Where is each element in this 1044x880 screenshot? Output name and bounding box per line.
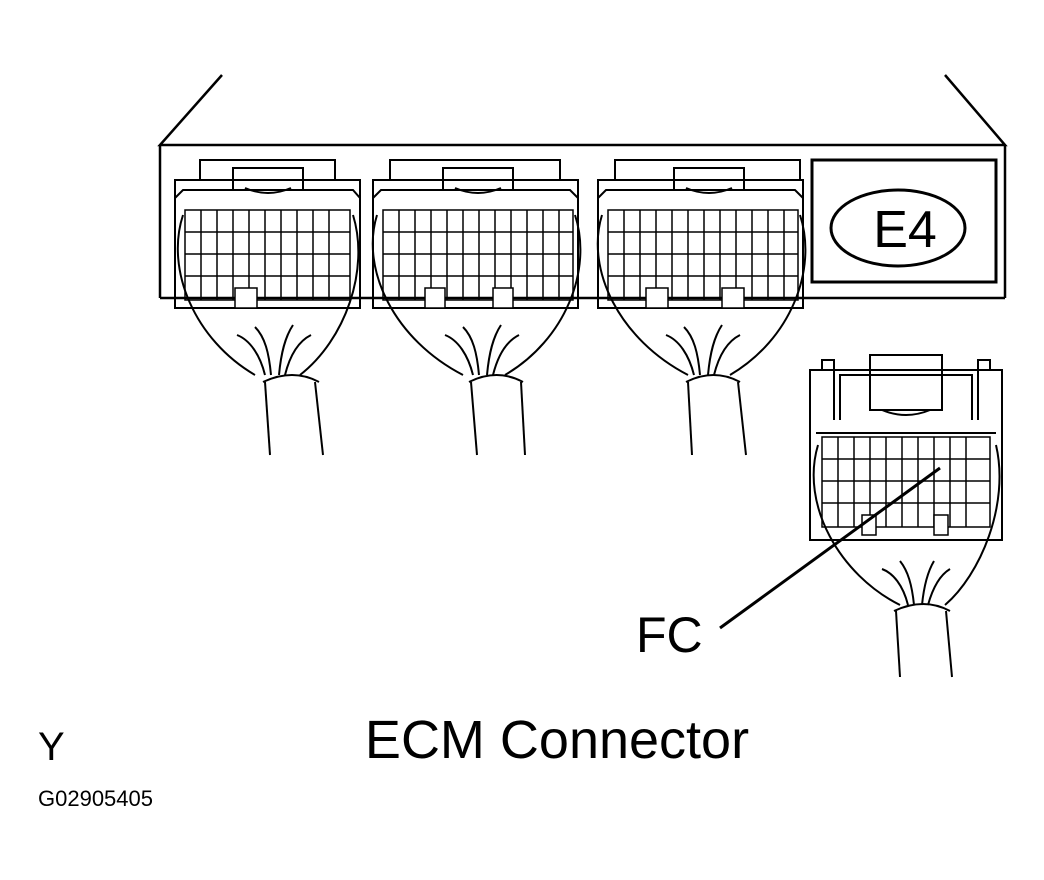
ecm-connector-3	[596, 159, 807, 456]
diagram-caption: ECM Connector	[365, 710, 749, 770]
pin-grid	[184, 209, 351, 309]
e4-label-plate: E4	[810, 158, 998, 284]
pin-grid	[607, 209, 799, 309]
pin-grid	[382, 209, 574, 309]
ecm-housing	[157, 74, 1008, 300]
connector-shell	[372, 159, 579, 309]
connector-shell	[809, 354, 1003, 541]
ecm-connector-1	[174, 159, 361, 456]
connector-shell	[174, 159, 361, 309]
connector-shell	[597, 159, 804, 309]
wire-harness	[371, 214, 582, 456]
figure-code: G02905405	[38, 786, 153, 811]
pin-grid	[821, 436, 991, 536]
wire-harness	[176, 214, 360, 456]
corner-letter: Y	[38, 725, 65, 769]
wire-harness	[596, 214, 807, 456]
wire-harness	[812, 444, 1001, 678]
connector-label-e4: E4	[873, 201, 937, 259]
ecm-connector-2	[371, 159, 582, 456]
fc-connector	[809, 354, 1003, 678]
fc-pointer-line	[719, 466, 941, 630]
fc-label: FC	[636, 607, 703, 663]
